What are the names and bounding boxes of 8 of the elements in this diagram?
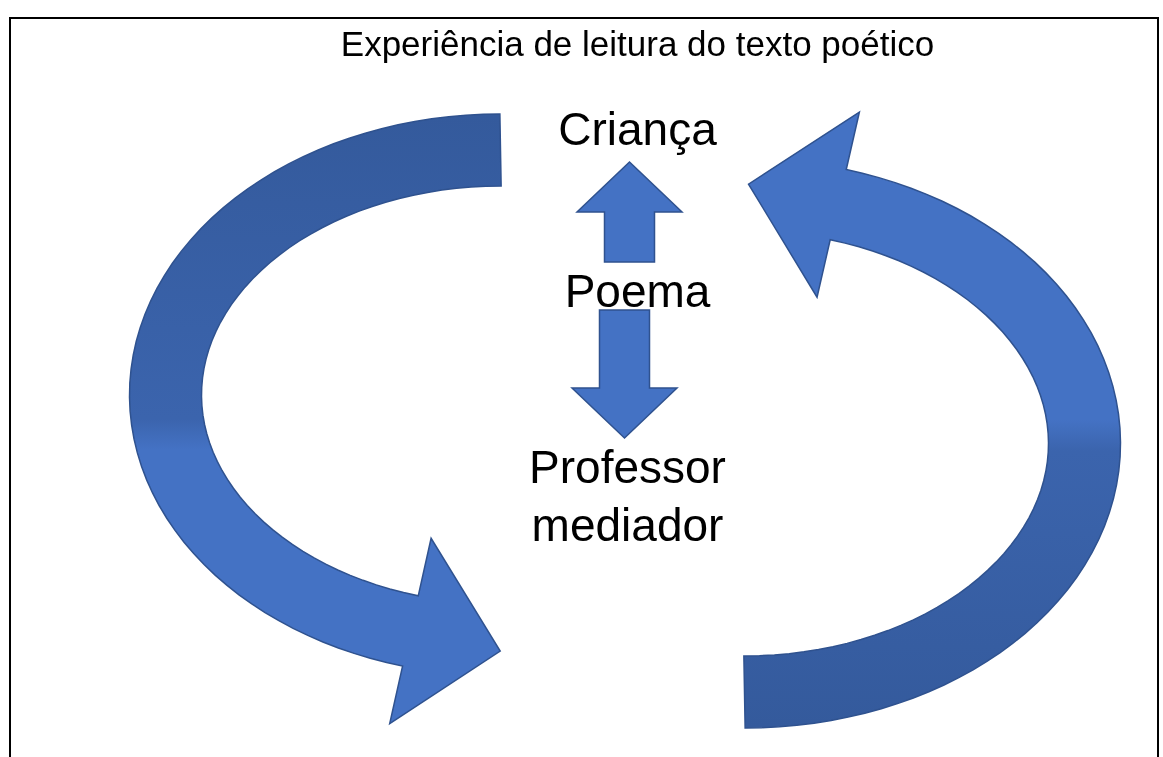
concept-label: Poema: [530, 262, 745, 320]
concept-label: Criança: [520, 100, 755, 158]
block-arrow: [570, 309, 679, 440]
block-arrow: [575, 160, 684, 263]
concept-label: Professor mediador: [480, 438, 775, 554]
title: Experiência de leitura do texto poético: [339, 23, 936, 65]
curved-block-arrow: [128, 113, 502, 726]
curved-block-arrow: [743, 110, 1122, 729]
